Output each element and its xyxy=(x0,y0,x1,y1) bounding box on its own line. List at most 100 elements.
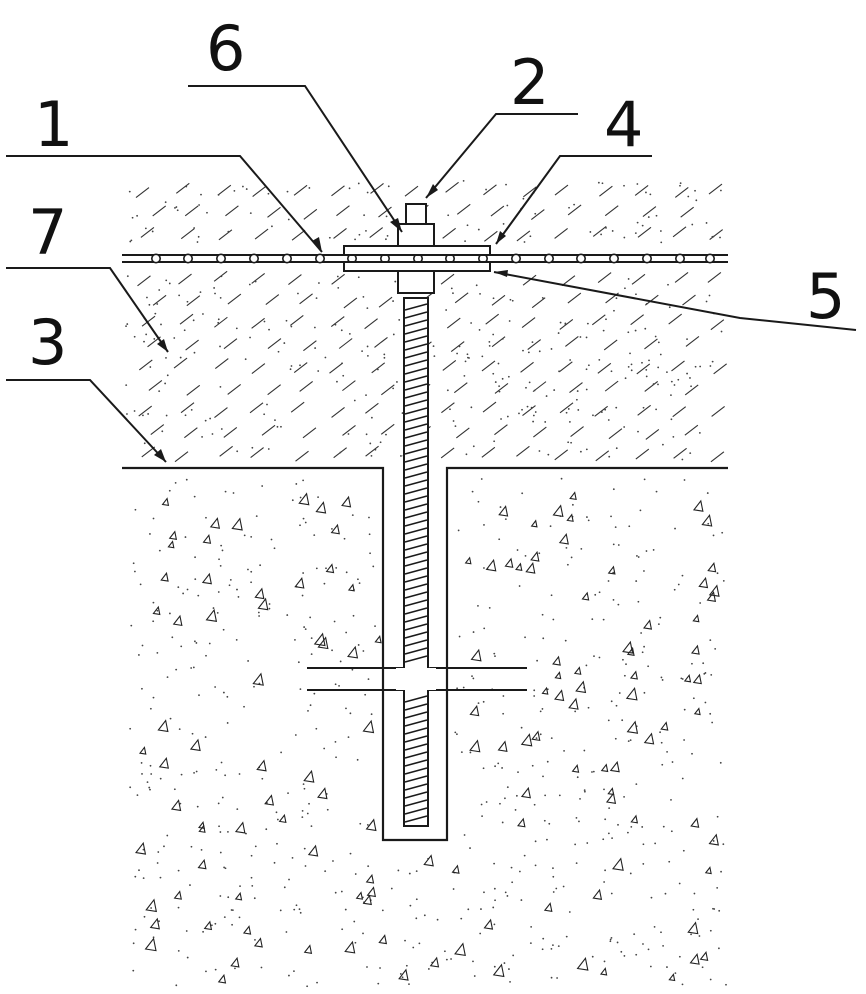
concrete-dot xyxy=(310,653,313,656)
texture-dot xyxy=(559,321,562,324)
aggregate-triangle xyxy=(173,890,182,900)
concrete-dot xyxy=(214,686,217,688)
concrete-dot xyxy=(720,870,722,873)
texture-dot xyxy=(589,231,592,233)
concrete-dot xyxy=(722,580,725,582)
bolt-thread xyxy=(404,479,428,487)
concrete-dot xyxy=(303,626,306,628)
texture-dot xyxy=(627,331,630,334)
concrete-dot xyxy=(399,973,402,975)
concrete-dot xyxy=(498,538,501,541)
hatch-stroke xyxy=(685,336,700,347)
texture-dot xyxy=(659,353,662,356)
texture-dot xyxy=(176,209,179,212)
hatch-stroke xyxy=(637,226,652,238)
aggregate-triangle xyxy=(303,944,313,954)
concrete-dot xyxy=(714,647,717,650)
concrete-dot xyxy=(368,533,371,536)
texture-dot xyxy=(379,441,382,444)
concrete-dot xyxy=(681,678,684,680)
bolt-thread xyxy=(404,743,428,751)
texture-dot xyxy=(374,448,377,451)
aggregate-triangle xyxy=(278,813,287,824)
texture-dot xyxy=(328,236,331,239)
texture-dot xyxy=(129,240,132,243)
texture-dot xyxy=(398,319,401,321)
texture-dot xyxy=(509,298,512,301)
concrete-dot xyxy=(692,908,695,911)
concrete-dot xyxy=(499,802,501,805)
concrete-dot xyxy=(150,773,153,775)
texture-dot xyxy=(130,239,133,242)
aggregate-triangle xyxy=(625,686,638,701)
concrete-dot xyxy=(481,815,483,818)
concrete-dot xyxy=(293,908,296,911)
concrete-dot xyxy=(670,830,673,833)
concrete-dot xyxy=(152,620,155,623)
texture-dot xyxy=(249,212,252,215)
concrete-dot xyxy=(504,797,506,800)
texture-dot xyxy=(289,368,292,371)
concrete-dot xyxy=(544,794,547,797)
texture-dot xyxy=(655,214,658,217)
bolt-thread xyxy=(404,391,428,399)
aggregate-triangle xyxy=(203,920,213,931)
texture-dot xyxy=(493,440,496,443)
concrete-dot xyxy=(293,970,295,973)
concrete-dot xyxy=(636,555,638,557)
hatch-stroke xyxy=(668,313,683,325)
concrete-dot xyxy=(623,674,626,677)
texture-dot xyxy=(530,406,533,409)
leader-lines xyxy=(6,85,857,463)
texture-dot xyxy=(586,322,589,325)
concrete-dot xyxy=(617,823,619,826)
hatch-stroke xyxy=(591,314,606,326)
aggregate-triangle xyxy=(517,817,526,828)
texture-dot xyxy=(645,302,648,305)
texture-dot xyxy=(133,335,136,338)
texture-dot xyxy=(529,235,532,238)
concrete-dot xyxy=(347,736,350,739)
concrete-dot xyxy=(542,775,544,778)
concrete-dot xyxy=(344,908,347,911)
concrete-dot xyxy=(642,863,645,865)
texture-dot xyxy=(623,426,626,428)
concrete-dot xyxy=(534,864,537,867)
aggregate-triangle xyxy=(552,504,564,518)
aggregate-triangle xyxy=(630,814,639,824)
concrete-dot xyxy=(166,834,169,837)
texture-dot xyxy=(470,406,473,409)
concrete-dot xyxy=(340,890,343,893)
aggregate-triangle xyxy=(242,925,252,935)
texture-dot xyxy=(383,353,386,356)
concrete-dot xyxy=(381,909,384,912)
aggregate-triangle xyxy=(504,557,514,568)
concrete-dot xyxy=(351,514,354,517)
hatch-stroke xyxy=(173,357,188,369)
concrete-dot xyxy=(445,958,448,961)
aggregate-triangle xyxy=(315,501,327,514)
concrete-dot xyxy=(712,907,714,910)
rebar-rib xyxy=(281,253,292,264)
aggregate-triangle xyxy=(256,759,267,772)
concrete-dot xyxy=(642,943,644,945)
texture-dot xyxy=(637,430,639,433)
hatch-stroke xyxy=(223,338,238,350)
concrete-dot xyxy=(477,500,480,503)
aggregate-triangle xyxy=(161,497,170,507)
concrete-dot xyxy=(552,618,555,621)
aggregate-triangle xyxy=(135,841,147,855)
concrete-dot xyxy=(523,854,526,857)
aggregate-triangle xyxy=(554,689,565,702)
texture-dot xyxy=(396,381,398,383)
concrete-dot xyxy=(692,697,695,700)
concrete-dot xyxy=(367,678,370,681)
bolt-thread xyxy=(404,511,428,519)
concrete-dot xyxy=(533,695,536,697)
concrete-dot xyxy=(334,683,337,686)
concrete-dot xyxy=(543,819,546,822)
texture-dot xyxy=(456,352,458,355)
texture-dot xyxy=(601,182,604,185)
aggregate-triangle xyxy=(520,786,531,799)
concrete-dot xyxy=(331,527,333,530)
